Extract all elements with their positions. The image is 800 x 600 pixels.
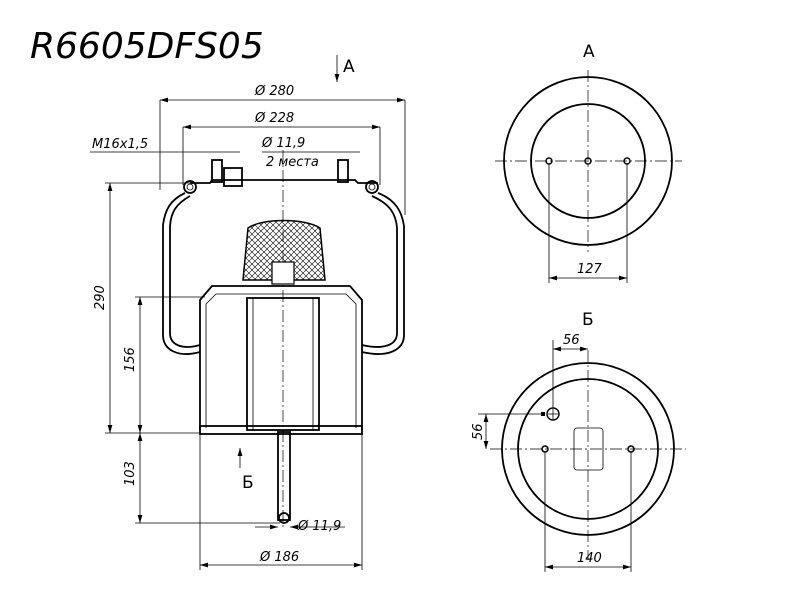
top-plate bbox=[190, 179, 378, 184]
mounting-stud-left bbox=[211, 159, 223, 183]
dim-offset-y-56: 56 bbox=[471, 423, 486, 440]
dim-hole-diameter: Ø 11,9 bbox=[261, 136, 305, 151]
drawing-title: R6605DFS05 bbox=[30, 26, 264, 67]
dim-diameter-186: Ø 186 bbox=[259, 550, 299, 565]
view-b: Б 56 56 140 bbox=[471, 310, 686, 572]
bellows-left bbox=[162, 192, 201, 355]
dim-hole-spacing-127: 127 bbox=[577, 262, 603, 277]
dim-hole-spacing-140: 140 bbox=[577, 551, 602, 566]
piston-tube bbox=[246, 297, 320, 431]
dim-diameter-228: Ø 228 bbox=[254, 111, 294, 126]
dim-thread: M16x1,5 bbox=[92, 137, 148, 152]
view-b-arrow-label: Б bbox=[242, 473, 254, 493]
piston bbox=[199, 285, 363, 430]
dim-height-103: 103 bbox=[123, 461, 138, 486]
air-fitting bbox=[223, 167, 243, 187]
view-a-label: А bbox=[583, 42, 595, 62]
view-b-label: Б bbox=[582, 310, 594, 330]
bottom-stem bbox=[277, 431, 291, 521]
bellows-right bbox=[361, 192, 405, 355]
main-section-view: А Ø 280 Ø 228 M16x1,5 bbox=[90, 55, 406, 570]
view-a-arrow-label: А bbox=[343, 57, 355, 77]
dim-height-156: 156 bbox=[123, 347, 138, 372]
dim-hole-count: 2 места bbox=[266, 155, 319, 170]
dim-diameter-280: Ø 280 bbox=[254, 84, 294, 99]
dim-offset-x-56: 56 bbox=[563, 333, 580, 348]
dim-stem-diameter: Ø 11,9 bbox=[297, 519, 341, 534]
view-a: А 127 bbox=[495, 42, 682, 283]
bump-stop bbox=[242, 219, 326, 281]
dim-height-290: 290 bbox=[93, 285, 108, 310]
mounting-stud-right bbox=[337, 159, 349, 183]
